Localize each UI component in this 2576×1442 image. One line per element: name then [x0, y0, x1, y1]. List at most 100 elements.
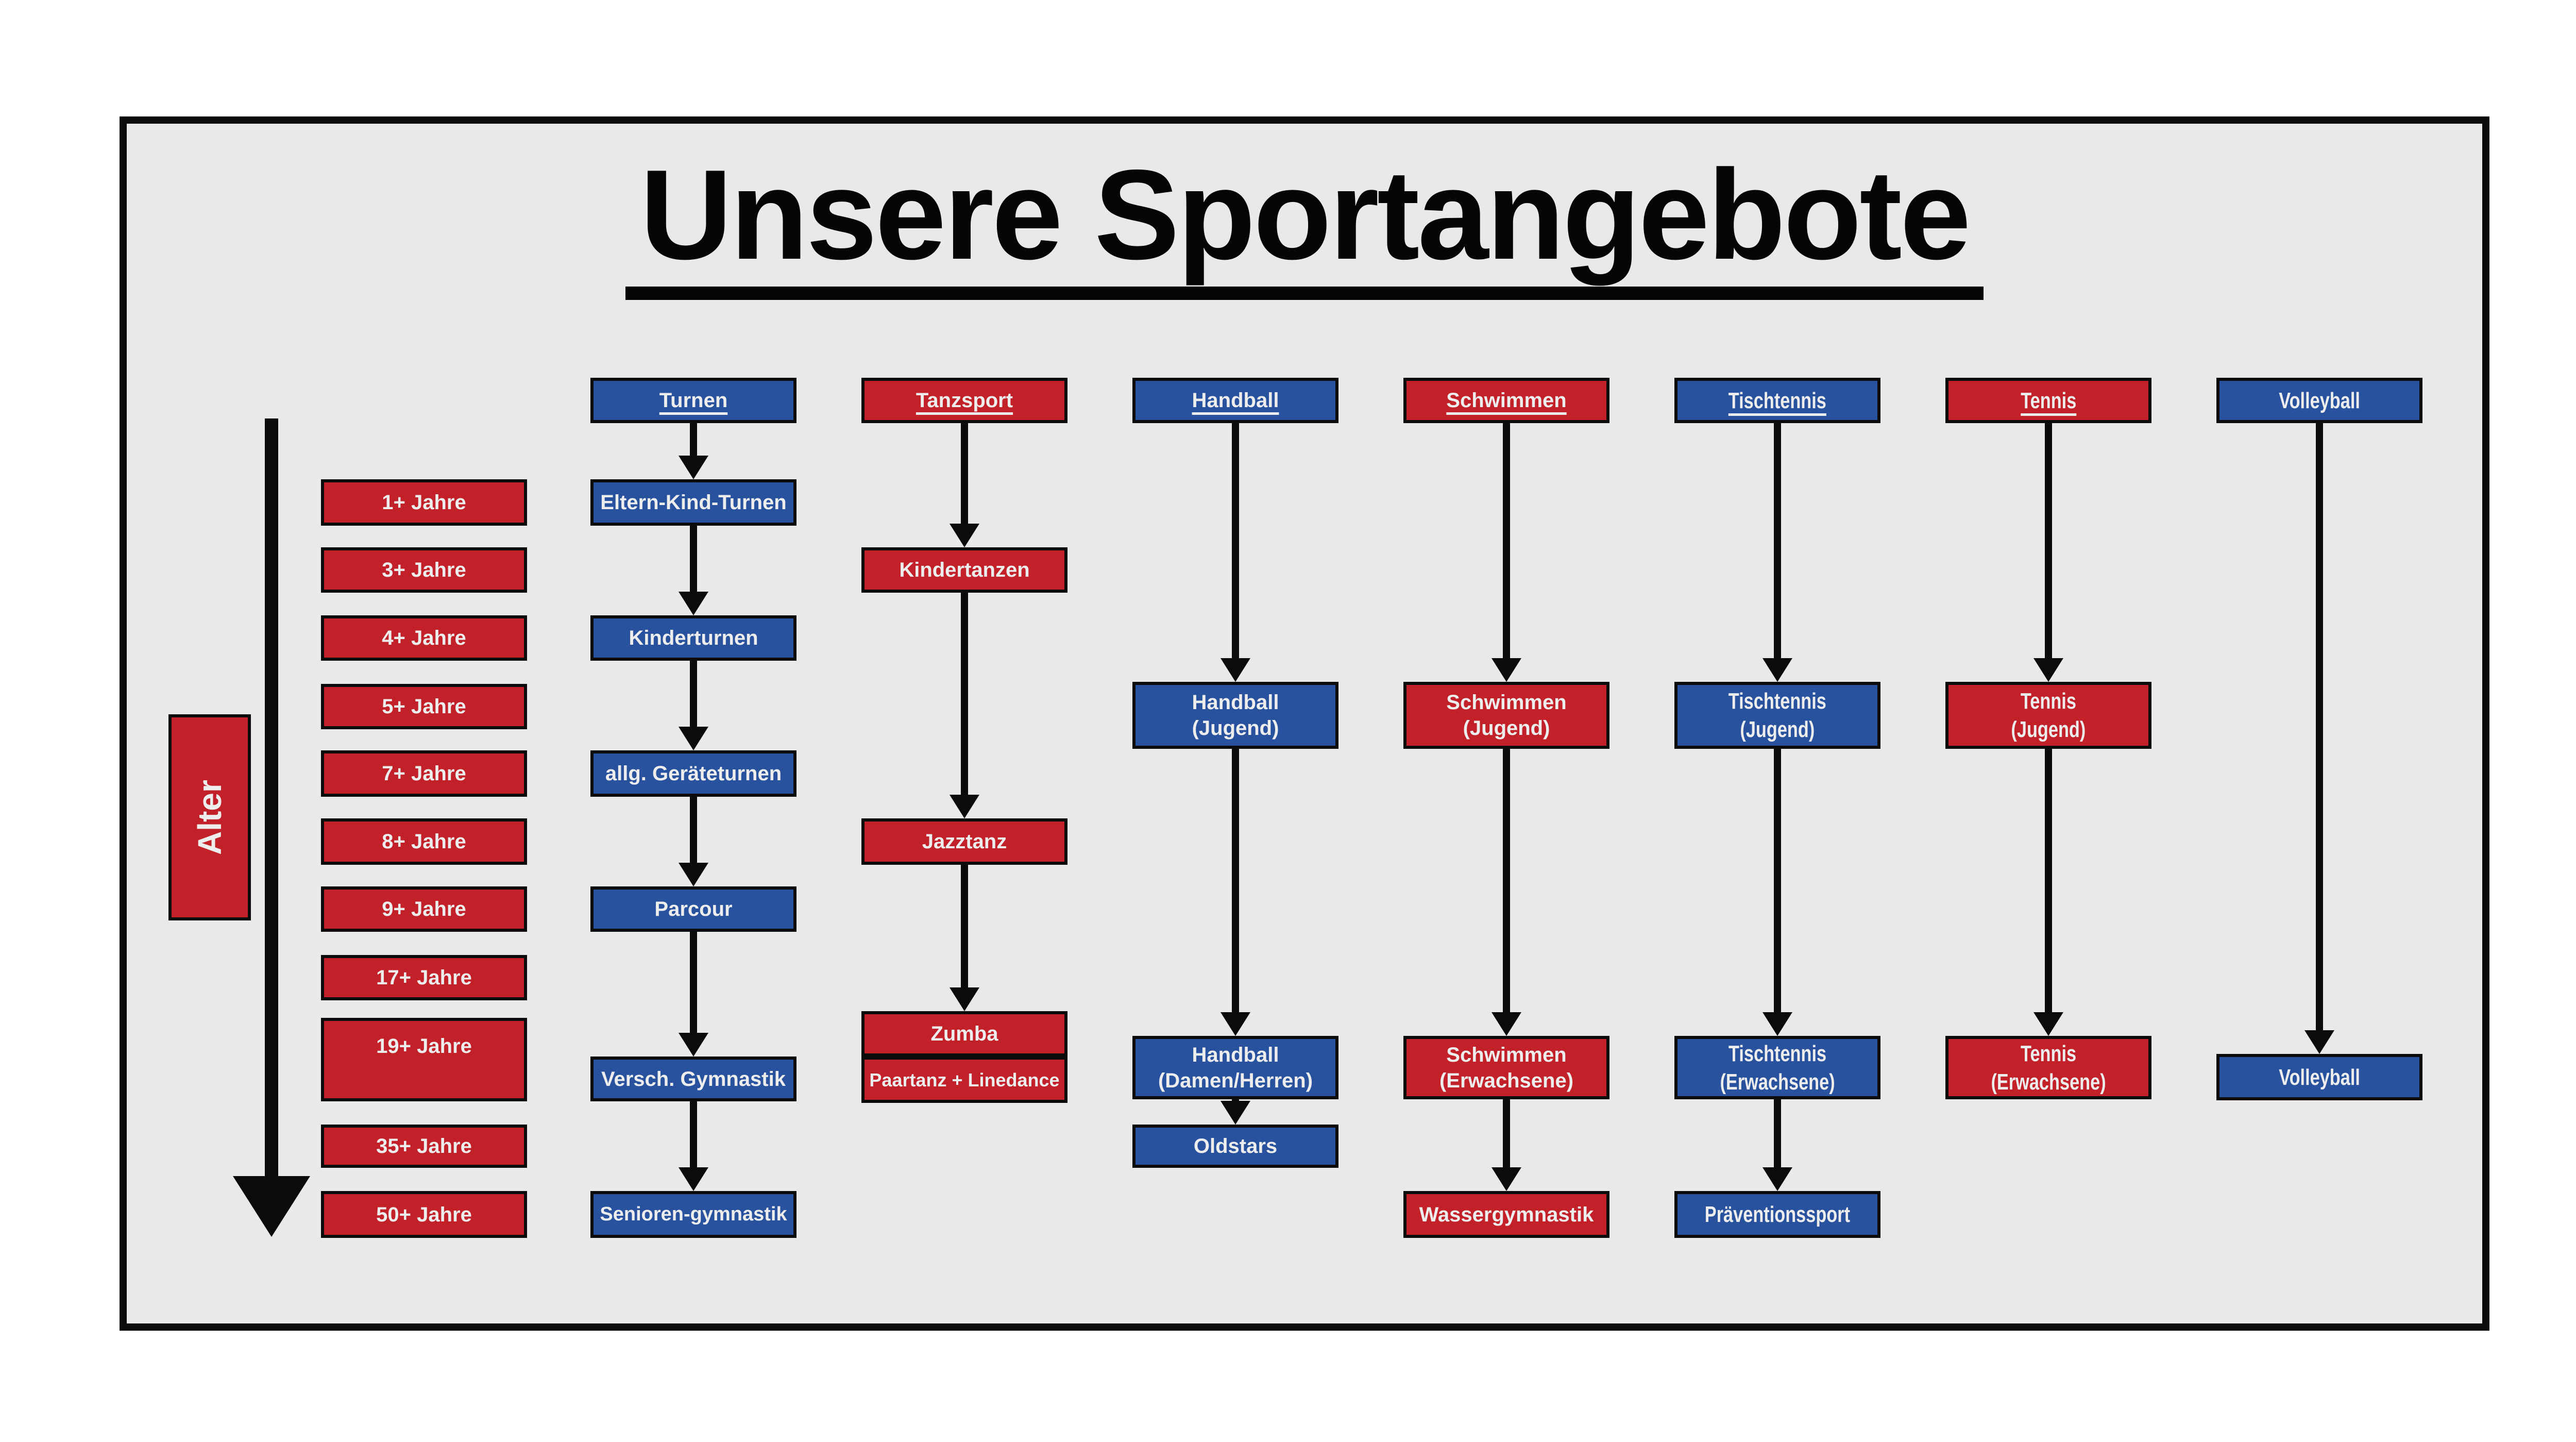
arrowhead-turnen-4-icon: [679, 863, 708, 886]
schwimmen-box-schwimmen: Schwimmen: [1403, 378, 1609, 423]
turnen-label-allg-geräteturnen: allg. Geräteturnen: [605, 762, 782, 785]
tanzsport-label-tanzsport: Tanzsport: [916, 389, 1013, 412]
alter-scale-box-50+-jahre: 50+ Jahre: [321, 1191, 527, 1238]
alter-scale-box-9+-jahre: 9+ Jahre: [321, 886, 527, 932]
arrowhead-handball-2-icon: [1221, 1012, 1250, 1036]
tanzsport-label-kindertanzen: Kindertanzen: [899, 559, 1030, 581]
volleyball-label-volleyball: Volleyball: [2279, 388, 2360, 413]
schwimmen-label-wassergymnastik: Wassergymnastik: [1419, 1203, 1594, 1226]
arrowhead-tanzsport-2-icon: [950, 795, 979, 818]
alter-scale-box-35+-jahre: 35+ Jahre: [321, 1125, 527, 1168]
arrow-volleyball-1: [2316, 423, 2323, 1033]
alter-scale-box-7+-jahre: 7+ Jahre: [321, 750, 527, 797]
arrowhead-tischtennis-3-icon: [1762, 1167, 1792, 1191]
age-axis-label: Alter: [191, 780, 228, 855]
alter-scale-box-8+-jahre: 8+ Jahre: [321, 818, 527, 865]
arrow-tischtennis-1: [1774, 423, 1781, 661]
arrow-handball-2: [1232, 749, 1239, 1015]
alter-scale-label-3+-jahre: 3+ Jahre: [382, 559, 466, 581]
tischtennis-box-tischtennis: Tischtennis: [1674, 378, 1880, 423]
alter-scale-label-35+-jahre: 35+ Jahre: [376, 1135, 472, 1158]
arrowhead-schwimmen-2-icon: [1492, 1012, 1521, 1036]
tanzsport-label-jazztanz: Jazztanz: [922, 830, 1007, 853]
arrow-turnen-5: [690, 932, 697, 1036]
turnen-label-senioren-gymnastik: Senioren-gymnastik: [600, 1203, 787, 1225]
arrowhead-tischtennis-2-icon: [1762, 1012, 1792, 1036]
alter-scale-box-19+-jahre: 19+ Jahre: [321, 1018, 527, 1101]
tanzsport-box-kindertanzen: Kindertanzen: [861, 547, 1067, 593]
turnen-label-parcour: Parcour: [654, 898, 733, 920]
alter-scale-label-4+-jahre: 4+ Jahre: [382, 627, 466, 649]
arrowhead-schwimmen-1-icon: [1492, 658, 1521, 682]
alter-scale-box-1+-jahre: 1+ Jahre: [321, 479, 527, 526]
tanzsport-box-paartanz-+-linedance: Paartanz + Linedance: [861, 1057, 1067, 1103]
alter-scale-box-4+-jahre: 4+ Jahre: [321, 615, 527, 661]
schwimmen-box-wassergymnastik: Wassergymnastik: [1403, 1191, 1609, 1238]
handball-box-handball-damen-herren: Handball (Damen/Herren): [1132, 1036, 1338, 1099]
tischtennis-box-tischtennis-jugend: Tischtennis (Jugend): [1674, 682, 1880, 749]
alter-scale-label-8+-jahre: 8+ Jahre: [382, 830, 466, 853]
age-axis-label-box: Alter: [168, 714, 251, 920]
alter-scale-label-17+-jahre: 17+ Jahre: [376, 966, 472, 989]
arrowhead-tischtennis-1-icon: [1762, 658, 1792, 682]
arrow-tischtennis-2: [1774, 749, 1781, 1015]
arrow-turnen-2: [690, 526, 697, 595]
handball-label-handball: Handball: [1192, 389, 1279, 412]
age-axis-arrow: [265, 418, 278, 1177]
turnen-label-turnen: Turnen: [659, 389, 728, 412]
arrow-schwimmen-1: [1503, 423, 1510, 661]
alter-scale-label-19+-jahre: 19+ Jahre: [376, 1035, 472, 1058]
arrow-turnen-1: [690, 423, 697, 459]
arrowhead-turnen-5-icon: [679, 1033, 708, 1057]
schwimmen-box-schwimmen-erwachsene: Schwimmen (Erwachsene): [1403, 1036, 1609, 1099]
turnen-label-kinderturnen: Kinderturnen: [629, 627, 758, 649]
tischtennis-box-tischtennis-erwachsene: Tischtennis (Erwachsene): [1674, 1036, 1880, 1099]
tischtennis-box-präventionssport: Präventionssport: [1674, 1191, 1880, 1238]
arrowhead-tennis-1-icon: [2033, 658, 2063, 682]
tischtennis-label-tischtennis: Tischtennis: [1728, 388, 1827, 413]
arrowhead-handball-1-icon: [1221, 658, 1250, 682]
tennis-label-tennis: Tennis: [2020, 388, 2077, 413]
alter-scale-label-5+-jahre: 5+ Jahre: [382, 695, 466, 718]
handball-label-handball-jugend: Handball (Jugend): [1192, 691, 1279, 740]
tischtennis-label-präventionssport: Präventionssport: [1704, 1202, 1851, 1227]
arrow-tanzsport-3: [961, 865, 968, 991]
handball-box-oldstars: Oldstars: [1132, 1125, 1338, 1168]
arrowhead-tanzsport-3-icon: [950, 987, 979, 1011]
handball-box-handball-jugend: Handball (Jugend): [1132, 682, 1338, 749]
arrowhead-tanzsport-1-icon: [950, 524, 979, 547]
arrowhead-volleyball-1-icon: [2304, 1030, 2334, 1054]
handball-box-handball: Handball: [1132, 378, 1338, 423]
tanzsport-box-tanzsport: Tanzsport: [861, 378, 1067, 423]
alter-scale-box-5+-jahre: 5+ Jahre: [321, 684, 527, 729]
turnen-box-senioren-gymnastik: Senioren-gymnastik: [590, 1191, 796, 1238]
alter-scale-label-50+-jahre: 50+ Jahre: [376, 1203, 472, 1226]
arrow-turnen-3: [690, 661, 697, 730]
turnen-box-parcour: Parcour: [590, 886, 796, 932]
page-title: Unsere Sportangebote: [625, 150, 1984, 300]
turnen-box-versch-gymnastik: Versch. Gymnastik: [590, 1057, 796, 1101]
arrowhead-turnen-3-icon: [679, 727, 708, 750]
schwimmen-box-schwimmen-jugend: Schwimmen (Jugend): [1403, 682, 1609, 749]
volleyball-label-volleyball: Volleyball: [2279, 1064, 2360, 1090]
tennis-box-tennis: Tennis: [1945, 378, 2151, 423]
handball-label-handball-damen-herren: Handball (Damen/Herren): [1158, 1043, 1313, 1092]
tanzsport-box-zumba: Zumba: [861, 1011, 1067, 1057]
schwimmen-label-schwimmen-erwachsene: Schwimmen (Erwachsene): [1439, 1043, 1574, 1092]
turnen-label-eltern-kind-turnen: Eltern-Kind-Turnen: [600, 491, 787, 514]
arrowhead-turnen-2-icon: [679, 592, 708, 615]
arrow-tennis-2: [2045, 749, 2052, 1015]
arrowhead-tennis-2-icon: [2033, 1012, 2063, 1036]
arrow-tischtennis-3: [1774, 1099, 1781, 1170]
arrow-tanzsport-1: [961, 423, 968, 527]
alter-scale-label-9+-jahre: 9+ Jahre: [382, 898, 466, 920]
alter-scale-box-17+-jahre: 17+ Jahre: [321, 955, 527, 1000]
tennis-box-tennis-erwachsene: Tennis (Erwachsene): [1945, 1036, 2151, 1099]
alter-scale-box-3+-jahre: 3+ Jahre: [321, 547, 527, 593]
arrow-tennis-1: [2045, 423, 2052, 661]
arrow-turnen-4: [690, 797, 697, 866]
tanzsport-label-zumba: Zumba: [930, 1022, 998, 1045]
arrowhead-handball-3-icon: [1221, 1101, 1250, 1125]
tennis-box-tennis-jugend: Tennis (Jugend): [1945, 682, 2151, 749]
